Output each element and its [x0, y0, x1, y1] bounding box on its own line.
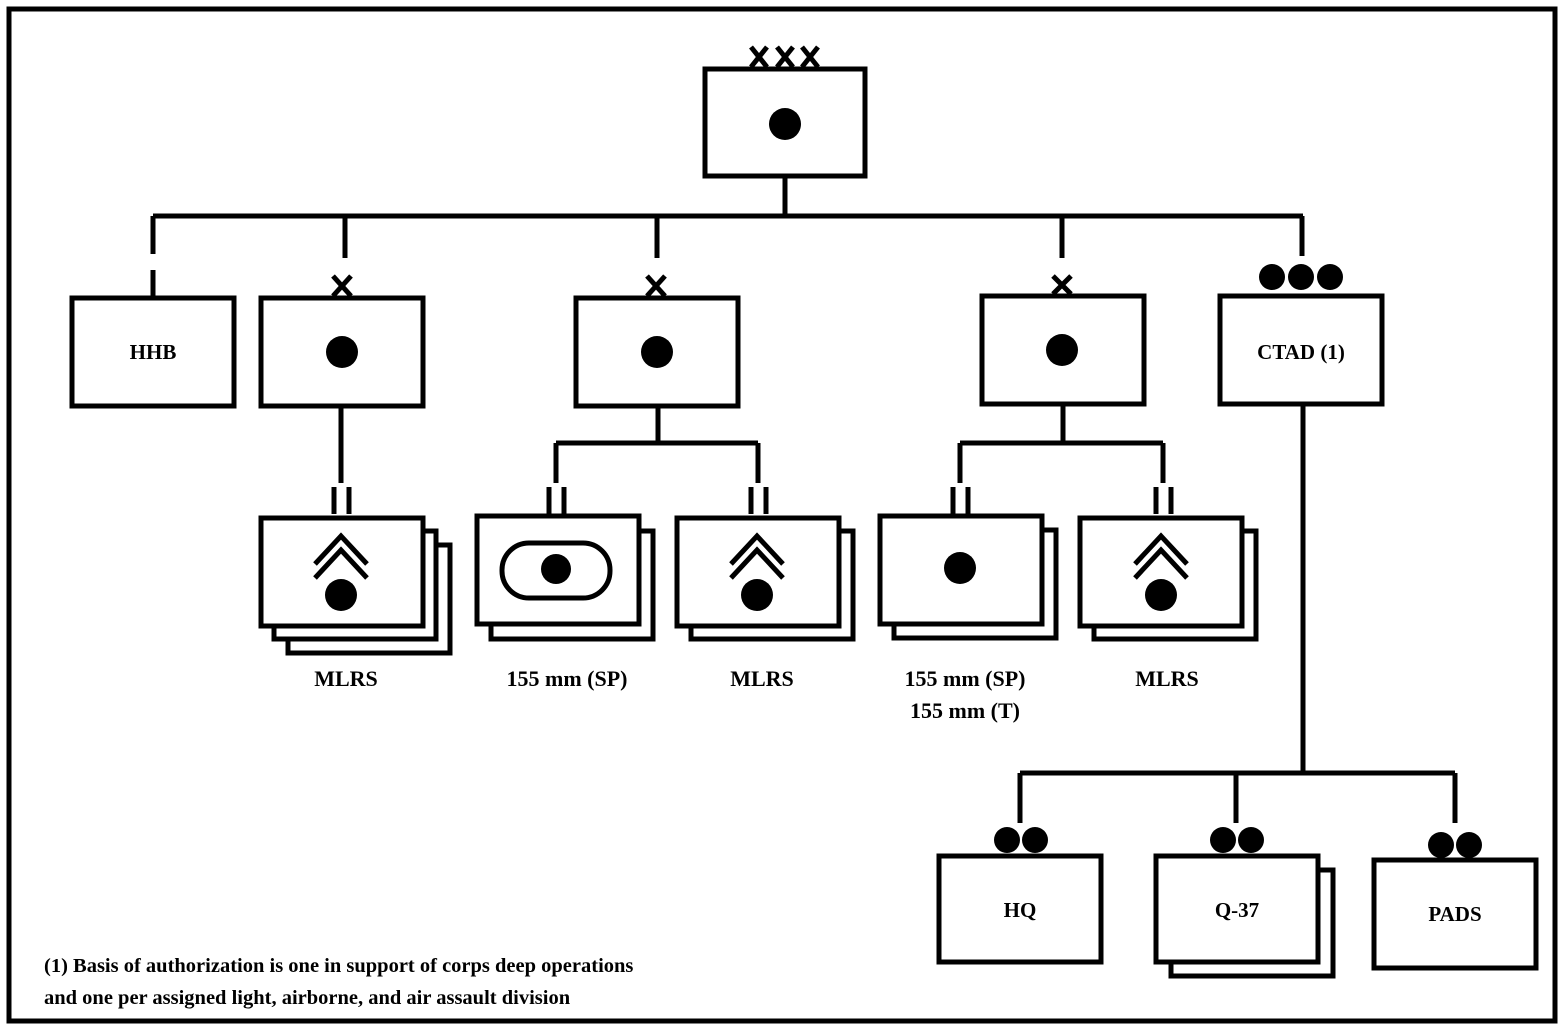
pads-box [1371, 857, 1539, 971]
footnote-line-2: and one per assigned light, airborne, an… [44, 987, 571, 1009]
ctad-label: CTAD (1) [1257, 340, 1345, 364]
mlrs-battalion-stack-2 [674, 515, 856, 642]
q37-label: Q-37 [1214, 898, 1260, 922]
brigade-echelon-icon [645, 274, 667, 298]
field-artillery-icon [541, 554, 571, 584]
rocket-artillery-icon [313, 532, 369, 611]
platoon-echelon-icon [1428, 832, 1482, 858]
mlrs-battalion-stack-1 [258, 515, 453, 656]
corps-echelon-icon [749, 45, 820, 69]
hq-box [936, 853, 1104, 965]
rocket-artillery-icon [729, 532, 785, 611]
mechanized-oval-icon [499, 540, 613, 601]
hhb-box [69, 295, 237, 409]
field-artillery-icon [326, 336, 358, 368]
footnote: (1) Basis of authorization is one in sup… [44, 950, 633, 1014]
field-artillery-icon [944, 552, 976, 584]
outer-border [6, 6, 1558, 1024]
pads-label: PADS [1428, 902, 1482, 926]
battalion-echelon-icon [1153, 487, 1174, 514]
field-artillery-icon [641, 336, 673, 368]
mlrs-label-1: MLRS [314, 666, 378, 691]
q37-box-stack [1153, 853, 1336, 979]
mlrs-label-3: MLRS [1135, 666, 1199, 691]
field-artillery-icon [1046, 334, 1078, 366]
mlrs-battalion-stack-3 [1077, 515, 1259, 642]
rocket-artillery-icon [1133, 532, 1189, 611]
battalion-echelon-icon [546, 487, 567, 514]
brigade-echelon-icon [1051, 274, 1073, 296]
battalion-echelon-icon [748, 487, 769, 514]
battalion-echelon-icon [950, 487, 971, 514]
towed155-label: 155 mm (T) [910, 698, 1020, 723]
sp155-label-2: 155 mm (SP) [904, 666, 1026, 691]
brigade-echelon-icon [331, 274, 353, 298]
field-artillery-icon [769, 108, 801, 140]
footnote-line-1: (1) Basis of authorization is one in sup… [44, 955, 634, 977]
hhb-label: HHB [129, 340, 177, 364]
battalion-echelon-icon [331, 487, 352, 514]
hq-label: HQ [1003, 898, 1037, 922]
mlrs-label-2: MLRS [730, 666, 794, 691]
platoon-echelon-icon [1210, 827, 1264, 853]
battery-echelon-icon [1259, 264, 1343, 290]
sp155-label-1: 155 mm (SP) [506, 666, 628, 691]
platoon-echelon-icon [994, 827, 1048, 853]
